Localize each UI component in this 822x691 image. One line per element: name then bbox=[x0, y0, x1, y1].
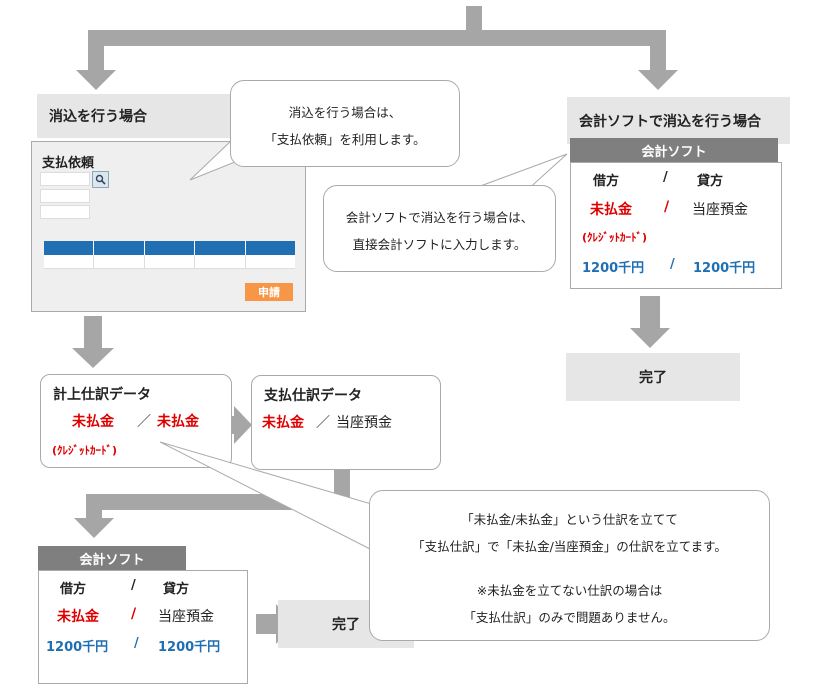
right-debit-item: 未払金 bbox=[590, 202, 632, 218]
note-line3: ※未払金を立てない仕訳の場合は bbox=[476, 583, 663, 598]
form-table bbox=[44, 241, 295, 269]
right-bubble-line2: 直接会計ソフトに入力します。 bbox=[352, 237, 527, 252]
bottom-credit-item: 当座預金 bbox=[158, 609, 214, 625]
right-acc-box bbox=[570, 162, 782, 289]
right-credit-item: 当座預金 bbox=[692, 202, 748, 218]
shiharai-title: 支払仕訳データ bbox=[264, 388, 362, 404]
right-sep-item: / bbox=[664, 199, 670, 215]
shiharai-sep: ／ bbox=[316, 415, 330, 431]
left-flow-label: 消込を行う場合 bbox=[37, 94, 233, 138]
bottom-acc-box bbox=[38, 570, 248, 684]
note-line4: 「支払仕訳」のみで問題ありません。 bbox=[463, 610, 676, 625]
note-line2: 「支払仕訳」で「未払金/当座預金」の仕訳を立てます。 bbox=[412, 539, 727, 554]
right-credit-header: 貸方 bbox=[697, 174, 724, 189]
bottom-sep-item: / bbox=[131, 606, 137, 622]
right-flow-label: 会計ソフトで消込を行う場合 bbox=[567, 97, 790, 144]
shiharai-debit: 未払金 bbox=[262, 415, 304, 431]
note-bubble: 「未払金/未払金」という仕訳を立てて 「支払仕訳」で「未払金/当座預金」の仕訳を… bbox=[369, 490, 770, 641]
right-bubble-line1: 会計ソフトで消込を行う場合は、 bbox=[345, 210, 534, 225]
right-credit-amount: 1200千円 bbox=[693, 261, 756, 276]
bottom-debit-amount: 1200千円 bbox=[46, 640, 109, 655]
right-sep-header: / bbox=[663, 170, 668, 185]
bottom-sep-amount: / bbox=[134, 636, 139, 651]
keijou-credit: 未払金 bbox=[157, 414, 199, 430]
right-debit-amount: 1200千円 bbox=[582, 261, 645, 276]
bottom-debit-item: 未払金 bbox=[57, 609, 99, 625]
right-sep-amount: / bbox=[670, 257, 675, 272]
keijou-sep: ／ bbox=[137, 414, 151, 430]
bottom-debit-header: 借方 bbox=[60, 582, 87, 597]
right-bubble: 会計ソフトで消込を行う場合は、 直接会計ソフトに入力します。 bbox=[323, 185, 556, 272]
form-input-3[interactable] bbox=[40, 205, 90, 219]
note-line1: 「未払金/未払金」という仕訳を立てて bbox=[461, 512, 678, 527]
bottom-sep-header: / bbox=[131, 578, 136, 593]
payment-request-form: 支払依頼 申請 bbox=[31, 141, 306, 312]
bottom-credit-amount: 1200千円 bbox=[158, 640, 221, 655]
left-bubble-line1: 消込を行う場合は、 bbox=[288, 105, 402, 120]
apply-button[interactable]: 申請 bbox=[245, 283, 293, 301]
left-bubble: 消込を行う場合は、 「支払依頼」を利用します。 bbox=[230, 80, 460, 167]
right-done: 完了 bbox=[566, 353, 740, 401]
right-acc-header: 会計ソフト bbox=[570, 138, 778, 162]
shiharai-box: 支払仕訳データ 未払金 ／ 当座預金 bbox=[251, 375, 441, 470]
keijou-box: 計上仕訳データ 未払金 ／ 未払金 (ｸﾚｼﾞｯﾄｶｰﾄﾞ) bbox=[40, 374, 232, 468]
keijou-card-note: (ｸﾚｼﾞｯﾄｶｰﾄﾞ) bbox=[52, 444, 118, 457]
right-card-note: (ｸﾚｼﾞｯﾄｶｰﾄﾞ) bbox=[582, 231, 648, 244]
shiharai-credit: 当座預金 bbox=[336, 415, 392, 431]
keijou-debit: 未払金 bbox=[72, 414, 114, 430]
right-debit-header: 借方 bbox=[593, 174, 620, 189]
left-bubble-line2: 「支払依頼」を利用します。 bbox=[264, 132, 426, 147]
bottom-credit-header: 貸方 bbox=[163, 582, 190, 597]
bottom-acc-header: 会計ソフト bbox=[38, 546, 186, 570]
form-input-1[interactable] bbox=[40, 172, 90, 186]
keijou-title: 計上仕訳データ bbox=[53, 387, 151, 403]
form-input-2[interactable] bbox=[40, 189, 90, 203]
form-title: 支払依頼 bbox=[42, 156, 95, 171]
search-icon[interactable] bbox=[92, 171, 109, 188]
